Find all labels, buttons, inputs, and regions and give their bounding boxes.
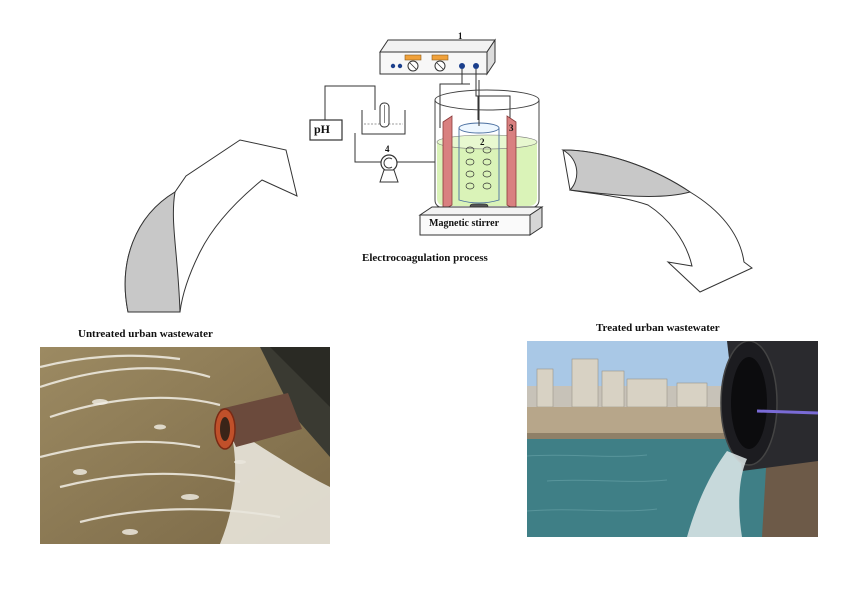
wires — [324, 69, 511, 163]
number-3: 3 — [509, 123, 514, 133]
arrow-curved-up-icon — [124, 139, 298, 313]
stirrer-label: Magnetic stirrer — [429, 218, 500, 229]
reactor — [434, 80, 540, 211]
untreated-caption: Untreated urban wastewater — [78, 328, 213, 340]
ph-label: pH — [314, 122, 331, 136]
magnetic-stirrer — [418, 206, 544, 236]
process-caption: Electrocoagulation process — [362, 252, 488, 264]
number-1: 1 — [458, 31, 463, 41]
treated-wastewater-photo — [527, 341, 818, 537]
pipe-icon — [720, 341, 818, 471]
number-4: 4 — [385, 144, 390, 154]
untreated-wastewater-photo — [40, 347, 330, 544]
probe-icon — [361, 102, 406, 135]
treated-caption: Treated urban wastewater — [596, 322, 720, 334]
power-supply — [379, 38, 496, 76]
arrow-curved-down-icon — [561, 149, 753, 293]
number-2: 2 — [480, 137, 485, 147]
ph-meter — [309, 119, 343, 141]
pump-icon — [379, 154, 399, 183]
pipe-icon — [214, 393, 302, 450]
